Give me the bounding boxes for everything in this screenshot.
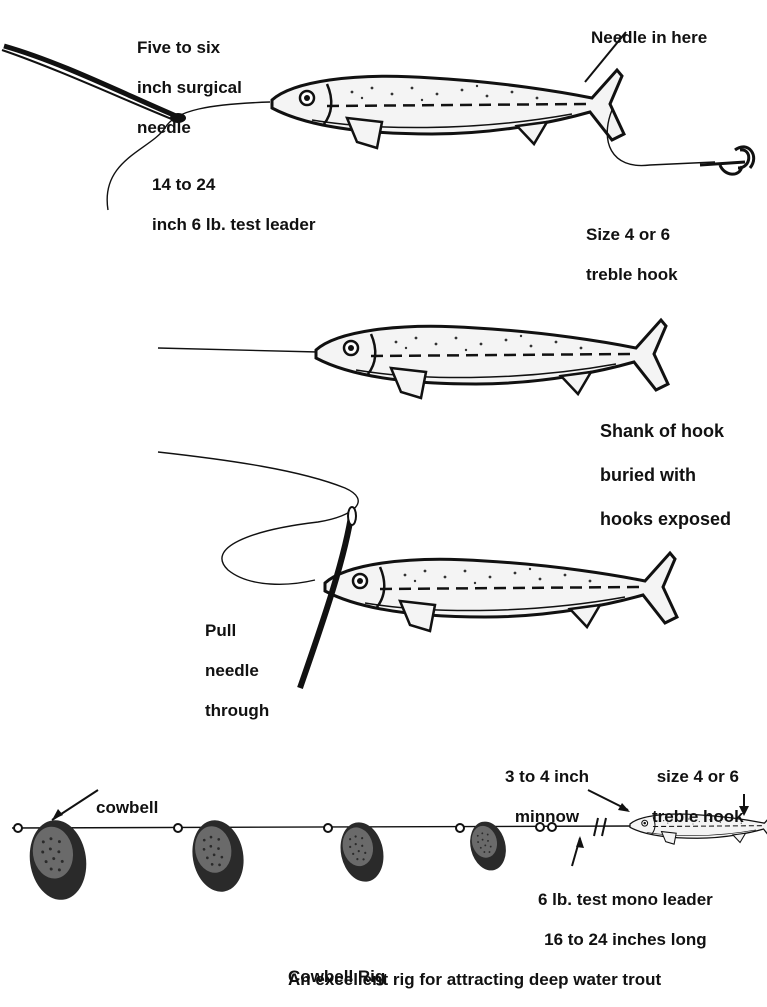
panel3-fish [325,553,677,631]
treble-hook-label: size 4 or 6 treble hook [652,747,744,847]
cowbell-label: cowbell [96,778,158,838]
needle-in-label: Needle in here [591,8,707,68]
panel2-leader-line [158,348,318,352]
minnow-label: 3 to 4 inch minnow [505,747,589,847]
panel1-fish [272,70,624,148]
cowbell-blade [25,816,92,903]
caption-text: An excellent rig for attracting deep wat… [288,970,767,990]
panel3-leader-loop [158,452,358,584]
treble-hook-icon [700,147,754,174]
leader-label: 14 to 24 inch 6 lb. test leader [152,155,315,255]
pull-label: Pull needle through [205,601,269,741]
panel2-fish [316,320,668,398]
hook-size-label: Size 4 or 6 treble hook [586,205,678,305]
mono-leader-label: 6 lb. test mono leader 16 to 24 inches l… [538,870,713,970]
cowbell-blade [187,816,249,896]
needle-label: Five to six inch surgical needle [137,18,242,158]
cowbell-blade [335,818,389,885]
shank-label: Shank of hook buried with hooks exposed [600,398,731,552]
leader-break-mark [594,818,606,836]
panel1-hook-line [607,110,715,166]
